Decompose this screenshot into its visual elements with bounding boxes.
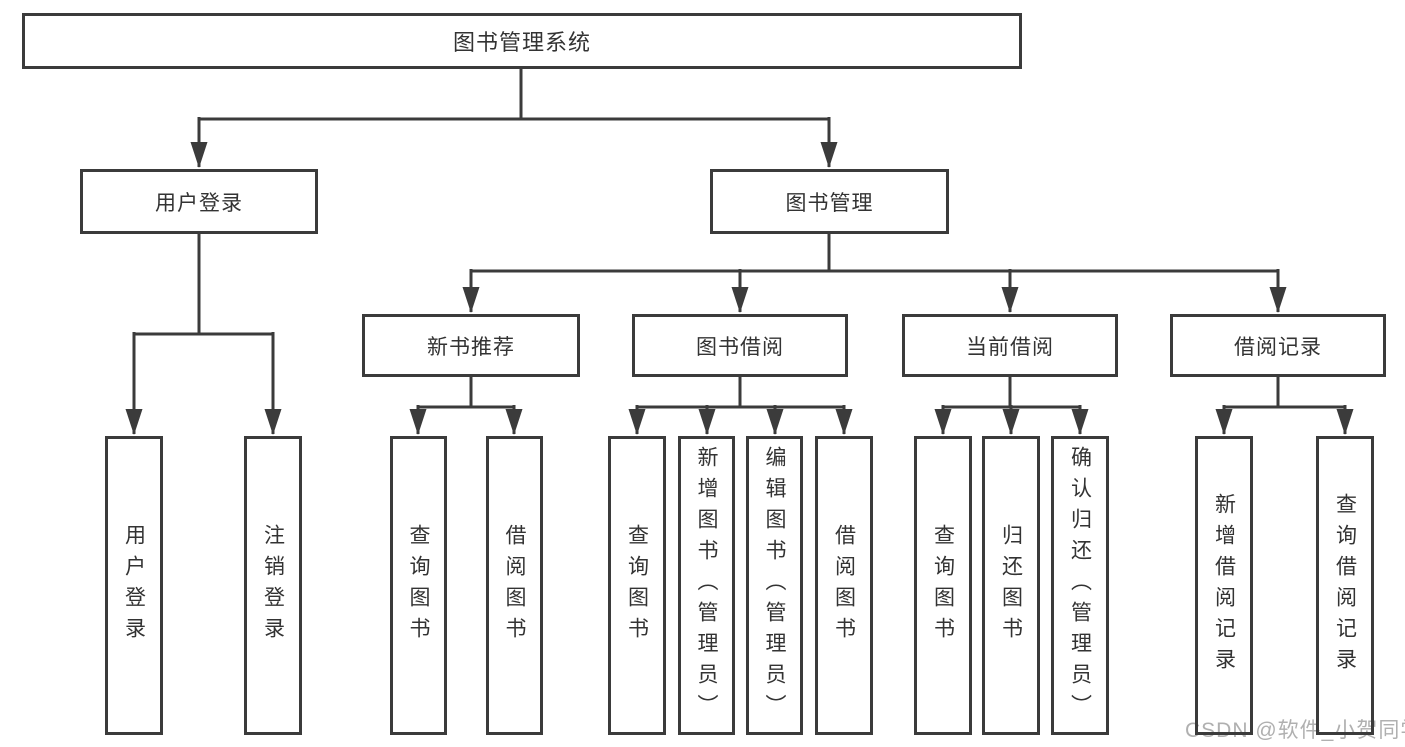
connector-book-management-to-level3 (462, 233, 1287, 313)
leaf-query-borrow-record: 查询借阅记录 (1316, 436, 1374, 735)
connector-new-book-to-leaves (409, 376, 523, 435)
connector-root-to-level2 (190, 68, 838, 168)
leaf-query-books-current: 查询图书 (914, 436, 972, 735)
leaf-add-borrow-record: 新增借阅记录 (1195, 436, 1253, 735)
leaf-add-book-admin: 新增图书（管理员） (678, 436, 735, 735)
node-library-management-system: 图书管理系统 (22, 13, 1022, 69)
leaf-return-books: 归还图书 (982, 436, 1040, 735)
leaf-borrow-books: 借阅图书 (815, 436, 873, 735)
node-new-book-recommend: 新书推荐 (362, 314, 580, 377)
node-book-borrow: 图书借阅 (632, 314, 848, 377)
leaf-confirm-return-admin: 确认归还（管理员） (1051, 436, 1109, 735)
node-book-management: 图书管理 (710, 169, 949, 234)
leaf-edit-book-admin: 编辑图书（管理员） (746, 436, 803, 735)
csdn-watermark: CSDN @软件_小贺同学 (1185, 719, 1405, 742)
connector-user-login-to-leaves (125, 233, 282, 435)
node-borrow-records: 借阅记录 (1170, 314, 1386, 377)
connector-borrow-records-to-leaves (1215, 376, 1354, 435)
leaf-borrow-books-recommend: 借阅图书 (486, 436, 543, 735)
node-user-login: 用户登录 (80, 169, 318, 234)
leaf-query-books-recommend: 查询图书 (390, 436, 447, 735)
leaf-user-login: 用户登录 (105, 436, 163, 735)
connector-book-borrow-to-leaves (628, 376, 853, 435)
connector-current-borrow-to-leaves (934, 376, 1089, 435)
leaf-query-books-borrow: 查询图书 (608, 436, 666, 735)
leaf-logout: 注销登录 (244, 436, 302, 735)
node-current-borrow: 当前借阅 (902, 314, 1118, 377)
